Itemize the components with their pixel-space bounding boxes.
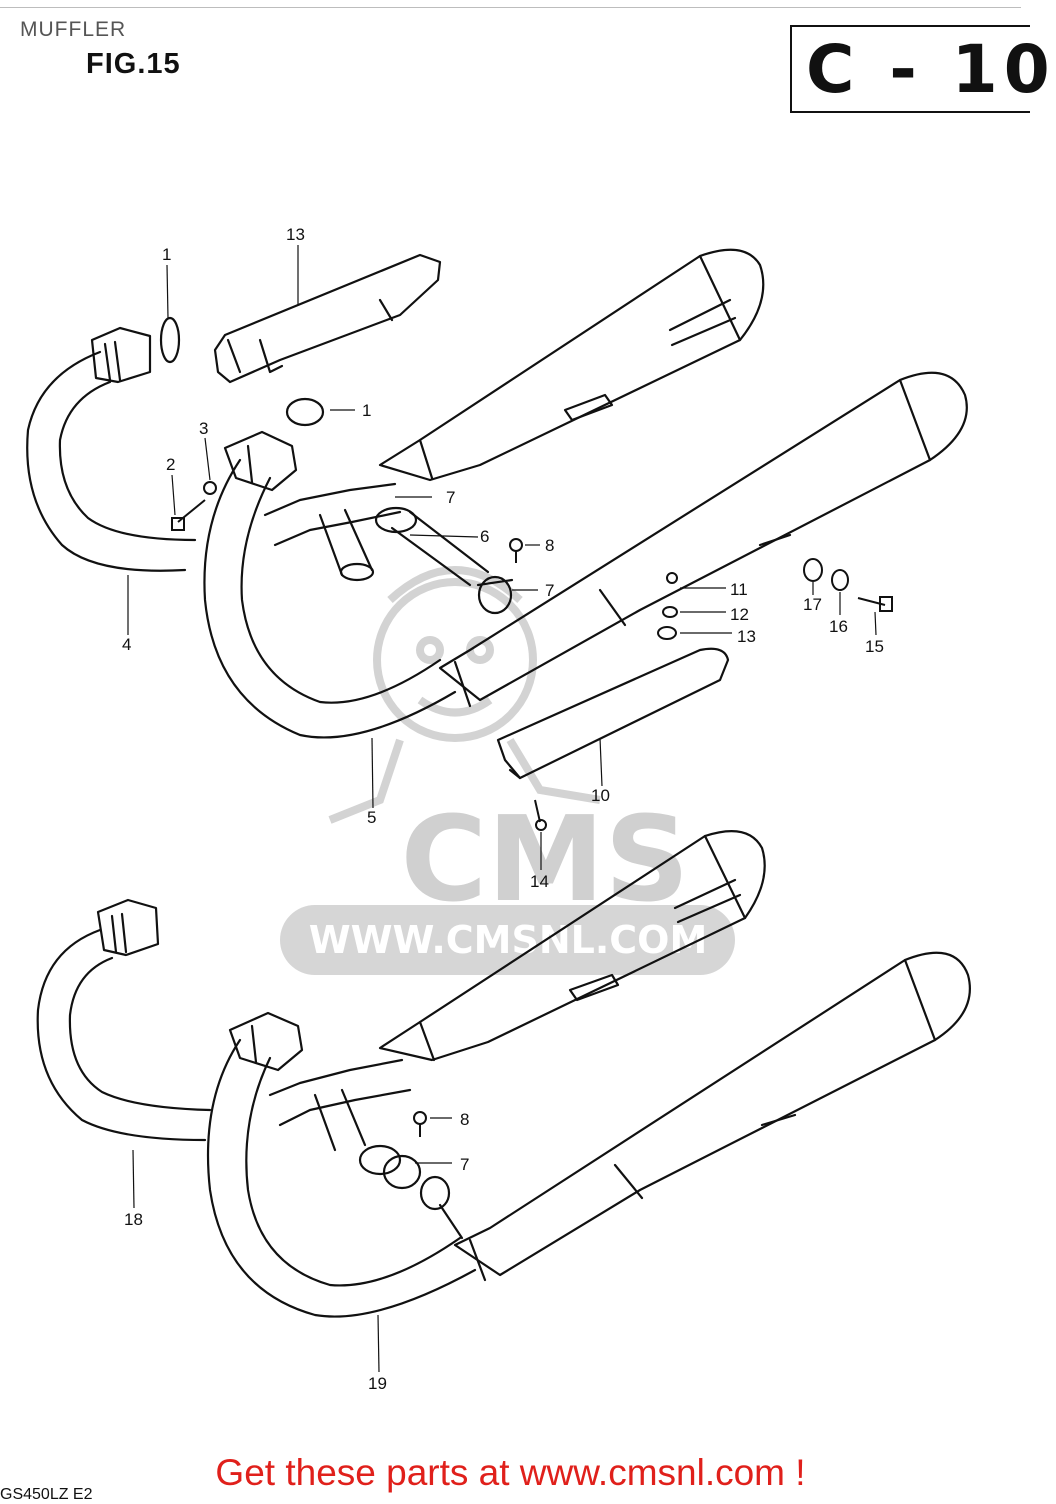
- bolt-11: [666, 572, 678, 584]
- exhaust-pipe-19: [206, 1011, 477, 1318]
- section-title: MUFFLER: [20, 18, 127, 41]
- exhaust-pipe-4: [26, 326, 197, 572]
- screw-14: [534, 799, 541, 823]
- fasteners-lower: [413, 1111, 427, 1137]
- fasteners-upper: [171, 481, 893, 831]
- exhaust-pipe-5: [203, 430, 457, 739]
- callout-1b: 1: [362, 401, 371, 420]
- callout-10: 10: [591, 786, 610, 805]
- callout-7a: 7: [446, 488, 455, 507]
- watermark-url: WWW.CMSNL.COM: [309, 918, 708, 962]
- cta-link[interactable]: Get these parts at www.cmsnl.com !: [215, 1452, 806, 1493]
- callout-4: 4: [122, 635, 131, 654]
- callout-16: 16: [829, 617, 848, 636]
- crossover-pipe-lower: [268, 1058, 464, 1240]
- page-code: C - 10: [806, 31, 1056, 108]
- callout-6: 6: [480, 527, 489, 546]
- figure-label: FIG.15: [86, 48, 181, 80]
- callout-7b: 7: [545, 581, 554, 600]
- leader-lines-upper: [127, 245, 877, 870]
- callouts: 1 13 1 3 2 7 6 8 7 4 11 12 13 17 16 15 5…: [122, 225, 884, 1393]
- callout-12: 12: [730, 605, 749, 624]
- heat-shield-13: [213, 253, 442, 384]
- muffler-upper-front: [438, 371, 968, 708]
- muffler-upper-back: [378, 248, 765, 482]
- bolt-2-head: [171, 517, 185, 531]
- callout-14: 14: [530, 872, 549, 891]
- nut-12: [662, 606, 678, 618]
- leader-lines-lower: [132, 1117, 452, 1373]
- callout-11: 11: [730, 580, 748, 599]
- muffler-lower-front: [453, 951, 971, 1282]
- callout-2: 2: [166, 455, 175, 474]
- bolt-8-lower: [413, 1111, 427, 1125]
- callout-8a: 8: [545, 536, 554, 555]
- callout-18: 18: [124, 1210, 143, 1229]
- callout-13a: 13: [286, 225, 305, 244]
- connector-pipe-6: [374, 506, 514, 615]
- washer-13: [657, 626, 677, 640]
- exploded-parts-diagram: CMS WWW.CMSNL.COM: [26, 225, 971, 1393]
- heat-shield-10: [496, 647, 730, 780]
- watermark-logo-text: CMS: [400, 790, 689, 928]
- gasket-left: [159, 316, 181, 364]
- callout-5: 5: [367, 808, 376, 827]
- bolt-8: [509, 538, 523, 552]
- crossover-pipe: [263, 482, 402, 582]
- top-rule: [0, 7, 1021, 8]
- exhaust-pipe-18: [36, 898, 212, 1142]
- part-code: GS450LZ E2: [0, 1486, 93, 1503]
- muffler-lower-back: [378, 830, 766, 1062]
- gasket-middle: [285, 397, 325, 427]
- callout-19: 19: [368, 1374, 387, 1393]
- washer-16: [831, 569, 849, 591]
- callout-17: 17: [803, 595, 822, 614]
- washer-3: [203, 481, 217, 495]
- washer-17: [803, 558, 823, 582]
- watermark-logo: CMS WWW.CMSNL.COM: [280, 566, 735, 975]
- callout-1a: 1: [162, 245, 171, 264]
- callout-3: 3: [199, 419, 208, 438]
- callout-7c: 7: [460, 1155, 469, 1174]
- callout-13b: 13: [737, 627, 756, 646]
- callout-15: 15: [865, 637, 884, 656]
- callout-8b: 8: [460, 1110, 469, 1129]
- page-code-box: C - 10: [790, 25, 1050, 113]
